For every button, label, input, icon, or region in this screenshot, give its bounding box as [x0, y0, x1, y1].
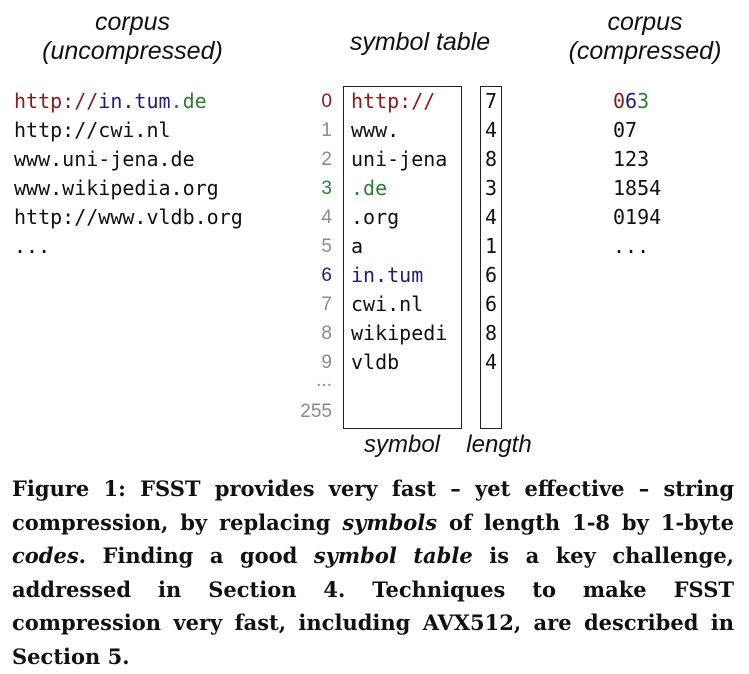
symbol-length: 8 — [485, 321, 498, 345]
corpus-uncompressed-segment: http://www.vldb.org — [14, 205, 243, 229]
heading-corpus-compressed: corpus (compressed) — [545, 8, 745, 66]
corpus-compressed-segment: 0 — [613, 89, 626, 113]
caption-text: is a key challenge, addressed in Section… — [12, 543, 734, 669]
figure-caption: Figure 1: FSST provides very fast – yet … — [12, 472, 734, 673]
corpus-uncompressed-line: ... — [14, 232, 50, 261]
symbol-code: 4 — [321, 207, 332, 228]
symbol-length: 4 — [485, 350, 498, 374]
corpus-compressed-segment: 6 — [625, 89, 638, 113]
symbol-code: 6 — [321, 265, 332, 286]
symbol-entry: cwi.nl — [351, 292, 424, 316]
symbol-entry: http:// — [351, 89, 436, 113]
corpus-compressed-segment: 0194 — [613, 205, 662, 229]
corpus-compressed-segment: 123 — [613, 147, 650, 171]
corpus-uncompressed-line: http://cwi.nl — [14, 116, 171, 145]
heading-compressed-line-1: corpus — [607, 8, 683, 36]
caption-text: of length 1-8 by 1-byte — [437, 509, 734, 535]
symbol-entry: www. — [351, 118, 400, 142]
symbol-length: 4 — [485, 205, 498, 229]
length-column-label: length — [466, 431, 532, 458]
corpus-compressed-line: 0194 — [613, 203, 661, 232]
corpus-compressed-segment: 07 — [613, 118, 638, 142]
corpus-compressed-line: 1854 — [613, 174, 661, 203]
corpus-compressed-segment: 3 — [637, 89, 650, 113]
heading-symbol-table: symbol table — [320, 28, 520, 57]
symbol-column-label: symbol — [363, 431, 441, 458]
symbol-entry: .org — [351, 205, 400, 229]
corpus-uncompressed-segment: http:// — [14, 89, 99, 113]
corpus-compressed-line: ... — [613, 232, 649, 261]
symbol-length: 6 — [485, 263, 498, 287]
corpus-uncompressed-line: www.wikipedia.org — [14, 174, 219, 203]
corpus-compressed-line: 063 — [613, 87, 649, 116]
symbol-column-box — [343, 86, 462, 429]
symbol-index-255: 255 — [300, 401, 332, 422]
caption-emphasis: symbols — [342, 509, 438, 535]
symbol-entry: vldb — [351, 350, 400, 374]
symbol-code: 8 — [321, 323, 332, 344]
corpus-uncompressed-segment: www.wikipedia.org — [14, 176, 219, 200]
symbol-index-ellipsis: ... — [316, 370, 332, 391]
corpus-compressed-segment: 1854 — [613, 176, 662, 200]
caption-emphasis: codes — [12, 543, 79, 568]
symbol-length: 6 — [485, 292, 498, 316]
symbol-code: 9 — [321, 352, 332, 373]
symbol-length: 8 — [485, 147, 498, 171]
corpus-uncompressed-line: http://in.tum.de — [14, 87, 207, 116]
symbol-code: 2 — [321, 149, 332, 170]
corpus-uncompressed-segment: in.tum — [98, 89, 171, 113]
symbol-length: 7 — [485, 89, 498, 113]
corpus-uncompressed-segment: .de — [170, 89, 207, 113]
heading-symbol-table-text: symbol table — [349, 28, 491, 56]
symbol-code: 3 — [321, 178, 332, 199]
heading-compressed-line-2: (compressed) — [568, 37, 722, 65]
heading-uncompressed-line-2: (uncompressed) — [42, 37, 223, 65]
heading-corpus-uncompressed: corpus (uncompressed) — [0, 8, 265, 66]
corpus-uncompressed-segment: www.uni-jena.de — [14, 147, 195, 171]
symbol-length: 3 — [485, 176, 498, 200]
symbol-length: 4 — [485, 118, 498, 142]
corpus-uncompressed-segment: ... — [14, 234, 51, 258]
caption-emphasis: symbol table — [313, 543, 473, 568]
symbol-code: 0 — [321, 91, 332, 112]
symbol-entry: .de — [351, 176, 388, 200]
corpus-compressed-line: 07 — [613, 116, 637, 145]
symbol-code: 1 — [321, 120, 332, 141]
corpus-uncompressed-line: www.uni-jena.de — [14, 145, 195, 174]
symbol-length: 1 — [485, 234, 498, 258]
corpus-compressed-line: 123 — [613, 145, 649, 174]
caption-text: Figure 1: FSST provides very fast – yet … — [12, 476, 734, 535]
symbol-entry: in.tum — [351, 263, 424, 287]
symbol-entry: uni-jena — [351, 147, 448, 171]
symbol-entry: wikipedi — [351, 321, 448, 345]
caption-text: . Finding a good — [78, 543, 314, 568]
symbol-entry: a — [351, 234, 364, 258]
corpus-compressed-segment: ... — [613, 234, 650, 258]
symbol-code: 7 — [321, 294, 332, 315]
length-column-box — [480, 86, 502, 429]
symbol-code: 5 — [321, 236, 332, 257]
heading-uncompressed-line-1: corpus — [94, 8, 171, 36]
corpus-uncompressed-segment: http://cwi.nl — [14, 118, 171, 142]
corpus-uncompressed-line: http://www.vldb.org — [14, 203, 243, 232]
